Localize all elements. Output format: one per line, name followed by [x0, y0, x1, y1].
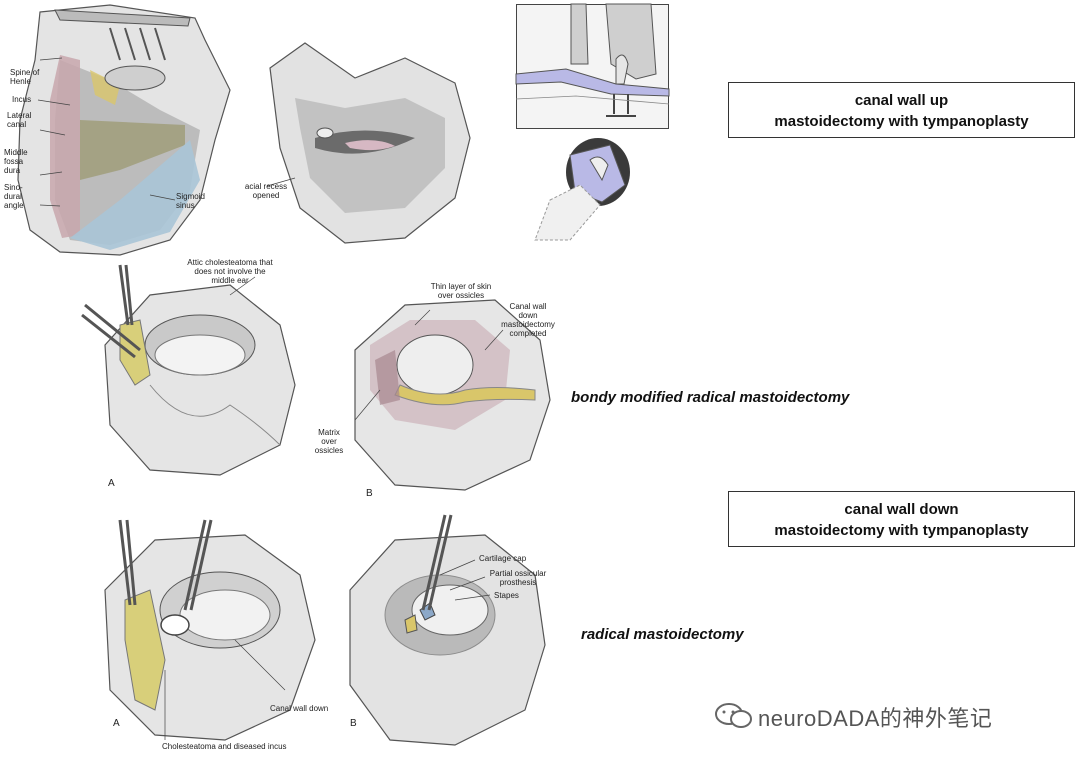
label-attic-cholesteatoma: Attic cholesteatoma that does not involv… — [187, 258, 273, 285]
graft-inset-illustration — [534, 138, 630, 241]
watermark: neuroDADA的神外笔记 — [714, 700, 1054, 732]
canal-wall-up-title: canal wall up — [854, 92, 949, 109]
diseased-incus-illustration — [104, 519, 316, 741]
figure-letter-b-top: B — [366, 488, 373, 499]
watermark-text: neuroDADA的神外笔记 — [758, 706, 993, 731]
label-stapes: Stapes — [494, 591, 519, 600]
canal-wall-up-subtitle: mastoidectomy with tympanoplasty — [774, 113, 1029, 130]
canal-wall-down-title: canal wall down — [844, 501, 959, 518]
label-middle-fossa-dura: Middle fossa dura — [4, 148, 28, 175]
tympanoplasty-section-illustration — [515, 3, 670, 129]
label-canal-wall-down-completed: Canal wall down mastoidectomy completed — [501, 302, 555, 338]
facial-recess-illustration — [266, 42, 471, 244]
canal-wall-down-box: canal wall down mastoidectomy with tympa… — [728, 491, 1075, 547]
label-cholesteatoma-diseased-incus: Cholesteatoma and diseased incus — [162, 742, 287, 751]
figure-letter-b-bottom: B — [350, 718, 357, 729]
label-thin-layer-of-skin: Thin layer of skin over ossicles — [430, 282, 492, 300]
label-incus: Incus — [12, 95, 32, 104]
label-spine-of-henle: Spine of Henle — [10, 68, 40, 86]
canal-wall-up-box: canal wall up mastoidectomy with tympano… — [728, 82, 1075, 138]
figure-letter-a-bottom: A — [113, 718, 120, 729]
canal-wall-down-subtitle: mastoidectomy with tympanoplasty — [774, 522, 1029, 539]
label-facial-recess-opened: acial recess opened — [244, 182, 288, 200]
label-canal-wall-down: Canal wall down — [270, 704, 329, 713]
label-partial-ossicular-prosthesis: Partial ossicular prosthesis — [489, 569, 547, 587]
canal-wall-down-completed-illustration — [354, 299, 551, 491]
attic-cholesteatoma-illustration — [81, 264, 296, 476]
label-matrix-over-ossicles: Matrix over ossicles — [314, 428, 344, 455]
caption-radical-mastoidectomy: radical mastoidectomy — [581, 626, 744, 643]
label-sigmoid-sinus: Sigmoid sinus — [176, 192, 205, 210]
ossicular-prosthesis-illustration — [349, 514, 546, 746]
label-sino-dural-angle: Sino-dural angle — [4, 183, 24, 210]
figure-letter-a-top: A — [108, 478, 115, 489]
caption-bondy-modified-radical: bondy modified radical mastoidectomy — [571, 389, 850, 406]
mastoid-anatomy-illustration — [17, 4, 231, 256]
label-cartilage-cap: Cartilage cap — [479, 554, 527, 563]
label-lateral-canal: Lateral canal — [7, 111, 32, 129]
wechat-icon — [715, 703, 752, 728]
